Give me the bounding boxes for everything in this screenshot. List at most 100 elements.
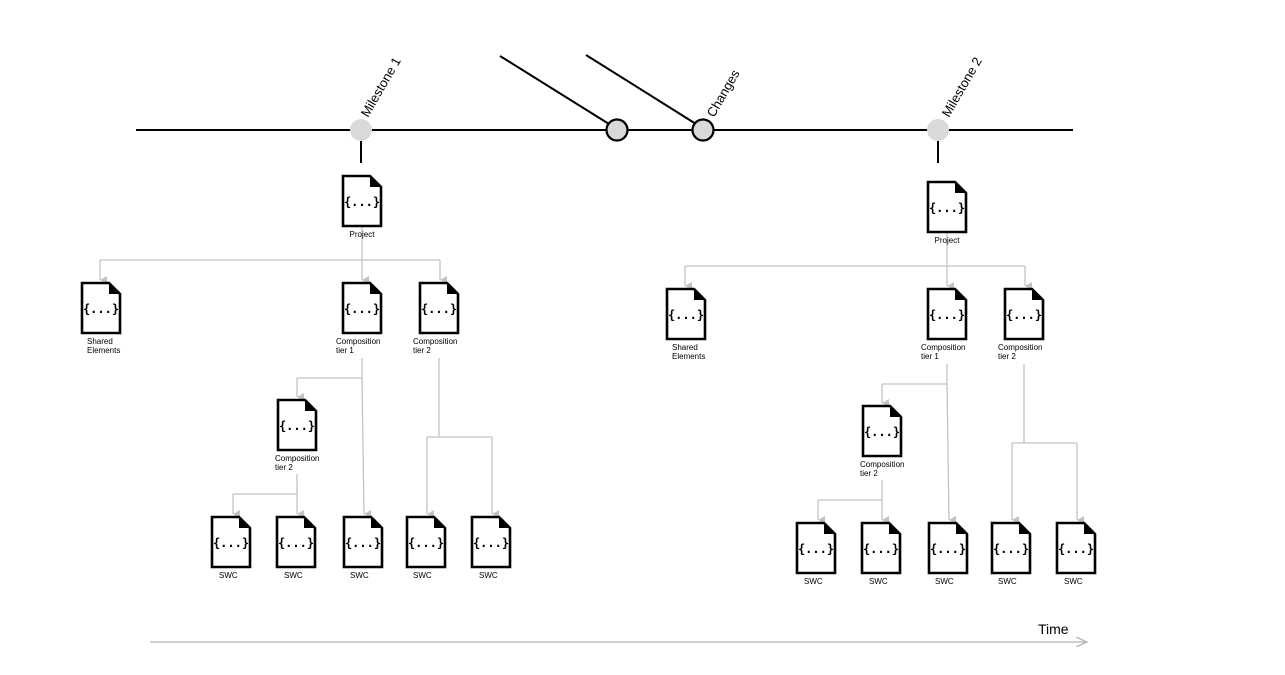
document-label: tier 2 <box>413 346 431 355</box>
document-label: Elements <box>672 352 705 361</box>
curly-braces-glyph: {...} <box>993 542 1029 556</box>
document-icon <box>210 515 252 569</box>
document-label: Project <box>935 236 961 245</box>
change-point <box>691 118 715 142</box>
curly-braces-glyph: {...} <box>344 195 380 209</box>
tree-connector <box>946 383 957 524</box>
curly-braces-glyph: {...} <box>213 536 249 550</box>
curly-braces-glyph: {...} <box>1006 308 1042 322</box>
curly-braces-glyph: {...} <box>863 542 899 556</box>
curly-braces-glyph: {...} <box>1058 542 1094 556</box>
document-label: tier 2 <box>275 463 293 472</box>
milestone-trees: {...}Project{...}SharedElements{...}Comp… <box>80 174 1097 586</box>
document-icon <box>926 287 968 341</box>
curly-braces-glyph: {...} <box>344 302 380 316</box>
milestone-point <box>927 119 949 141</box>
swc-document: {...} SWC <box>927 521 969 586</box>
milestone-label: Milestone 2 <box>939 54 985 119</box>
tree-connector <box>361 377 372 518</box>
document-label: SWC <box>219 571 238 580</box>
changes-label: Changes <box>704 67 743 120</box>
document-icon <box>276 398 318 452</box>
document-icon <box>405 515 447 569</box>
document-label: SWC <box>479 571 498 580</box>
curly-braces-glyph: {...} <box>929 201 965 215</box>
document-label: SWC <box>935 577 954 586</box>
curly-braces-glyph: {...} <box>345 536 381 550</box>
document-label: SWC <box>350 571 369 580</box>
swc-document: {...} SWC <box>860 521 902 586</box>
document-label: Composition <box>998 343 1042 352</box>
swc-document: {...} SWC <box>1055 521 1097 586</box>
change-point <box>605 118 629 142</box>
document-label: Composition <box>860 460 904 469</box>
document-label: tier 2 <box>860 469 878 478</box>
document-label: tier 1 <box>921 352 939 361</box>
document-label: SWC <box>413 571 432 580</box>
document-label: Composition <box>336 337 380 346</box>
milestone-point <box>350 119 372 141</box>
document-icon <box>861 404 903 458</box>
document-label: Composition <box>921 343 965 352</box>
project-document: {...} Project <box>341 174 383 239</box>
document-label: SWC <box>804 577 823 586</box>
document-label: Elements <box>87 346 120 355</box>
document-icon <box>990 521 1032 575</box>
document-icon <box>342 515 384 569</box>
milestone-2-tree: {...}Project{...}SharedElements{...}Comp… <box>665 180 1097 586</box>
swc-document: {...} SWC <box>210 515 252 580</box>
document-label: tier 2 <box>998 352 1016 361</box>
document-label: SWC <box>869 577 888 586</box>
milestone-label: Milestone 1 <box>358 54 404 119</box>
document-icon <box>795 521 837 575</box>
document-icon <box>80 281 122 335</box>
document-label: SWC <box>284 571 303 580</box>
document-label: SWC <box>1064 577 1083 586</box>
document-icon <box>341 174 383 228</box>
document-icon <box>275 515 317 569</box>
document-icon <box>341 281 383 335</box>
swc-document: {...} SWC <box>275 515 317 580</box>
curly-braces-glyph: {...} <box>421 302 457 316</box>
document-icon <box>926 180 968 234</box>
document-label: Shared <box>672 343 698 352</box>
change-branch-line <box>585 54 697 125</box>
curly-braces-glyph: {...} <box>279 419 315 433</box>
curly-braces-glyph: {...} <box>668 308 704 322</box>
document-icon <box>470 515 512 569</box>
curly-braces-glyph: {...} <box>278 536 314 550</box>
curly-braces-glyph: {...} <box>83 302 119 316</box>
curly-braces-glyph: {...} <box>930 542 966 556</box>
document-icon <box>1055 521 1097 575</box>
time-label: Time <box>1038 621 1069 637</box>
document-icon <box>927 521 969 575</box>
swc-document: {...} SWC <box>990 521 1032 586</box>
document-icon <box>665 287 707 341</box>
swc-document: {...} SWC <box>470 515 512 580</box>
swc-document: {...} SWC <box>405 515 447 580</box>
document-label: Project <box>350 230 376 239</box>
curly-braces-glyph: {...} <box>864 425 900 439</box>
document-label: Composition <box>275 454 319 463</box>
curly-braces-glyph: {...} <box>408 536 444 550</box>
document-icon <box>418 281 460 335</box>
swc-document: {...} SWC <box>795 521 837 586</box>
project-document: {...} Project <box>926 180 968 245</box>
curly-braces-glyph: {...} <box>798 542 834 556</box>
document-label: SWC <box>998 577 1017 586</box>
document-icon <box>860 521 902 575</box>
swc-document: {...} SWC <box>342 515 384 580</box>
document-label: Composition <box>413 337 457 346</box>
document-label: Shared <box>87 337 113 346</box>
curly-braces-glyph: {...} <box>473 536 509 550</box>
